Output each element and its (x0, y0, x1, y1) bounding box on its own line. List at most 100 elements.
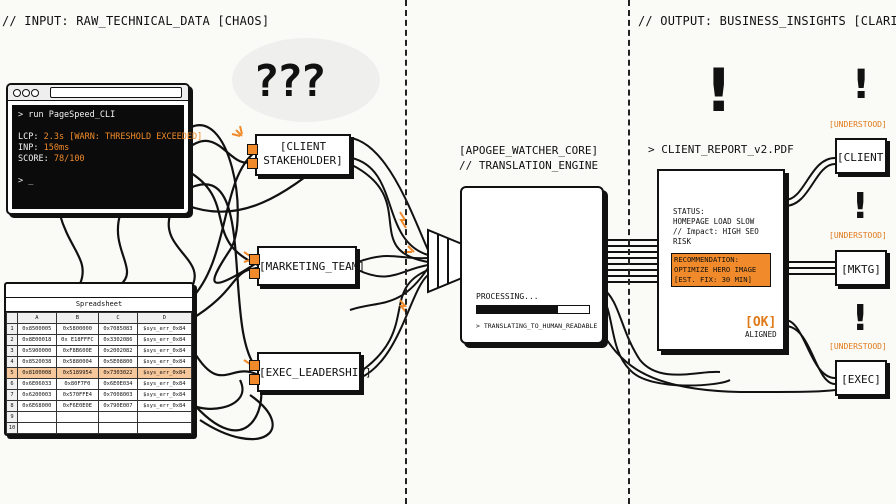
progress-fill (477, 306, 558, 313)
table-cell[interactable]: $sys_err_0x84 (136, 378, 193, 390)
table-cell[interactable]: $sys_err_0x84 (136, 367, 193, 379)
lcp-label: LCP: (18, 132, 39, 142)
table-cell[interactable]: 0x5900000 (17, 345, 57, 357)
corner-cell (6, 312, 18, 324)
row-number: 8 (6, 400, 18, 412)
exclamation-icon: ! (852, 298, 869, 339)
table-cell[interactable] (136, 411, 193, 423)
table-cell[interactable]: $sys_err_0x84 (136, 356, 193, 368)
table-cell[interactable]: $sys_err_0x84 (136, 345, 193, 357)
table-cell[interactable]: 0x8500005 (17, 323, 57, 335)
table-cell[interactable]: 0x5800000 (55, 323, 100, 335)
plug-icon (249, 268, 260, 279)
tangled-cables (58, 124, 341, 441)
row-number: 2 (6, 334, 18, 346)
table-cell[interactable]: 0x3302086 (98, 334, 138, 346)
noise-cloud (232, 38, 380, 122)
processing-label: PROCESSING... (476, 292, 539, 301)
exec-leadership-box: [EXEC_LEADERSHIP] (249, 352, 372, 392)
progress-bar (476, 305, 590, 314)
report-title: > CLIENT_REPORT_v2.PDF (648, 143, 794, 156)
core-name: [APOGEE_WATCHER_CORE] (459, 144, 599, 157)
recommendation-box: RECOMMENDATION: OPTIMIZE HERO IMAGE [EST… (671, 253, 771, 287)
understood-badge: [UNDERSTOOD] (829, 120, 887, 129)
row-number: 10 (6, 422, 18, 434)
output-heading: // OUTPUT: BUSINESS_INSIGHTS [CLARITY] (638, 14, 896, 28)
table-cell[interactable]: 0x5189954 (55, 367, 100, 379)
table-cell[interactable]: $sys_err_0x84 (136, 400, 193, 412)
score-value: 78/100 (53, 154, 85, 164)
table-row: 10 (6, 422, 193, 434)
table-cell[interactable]: 0x5880004 (55, 356, 100, 368)
table-cell[interactable] (98, 422, 138, 434)
table-cell[interactable]: $sys_err_0x84 (136, 334, 193, 346)
aligned-label: ALIGNED (745, 330, 777, 339)
table-cell[interactable] (17, 422, 57, 434)
table-cell[interactable]: 0x7008003 (98, 389, 138, 401)
window-dot (31, 89, 39, 97)
address-bar[interactable] (50, 87, 182, 98)
plug-icon (249, 374, 260, 385)
row-number: 6 (6, 378, 18, 390)
plug-icon (247, 144, 258, 155)
divider-right (628, 0, 630, 504)
table-cell[interactable] (17, 411, 57, 423)
status-label: STATUS: (673, 207, 705, 216)
row-number: 7 (6, 389, 18, 401)
ok-badge: [OK] (745, 315, 777, 330)
row-number: 3 (6, 345, 18, 357)
table-cell[interactable]: 0xF6E0E0E (55, 400, 100, 412)
table-cell[interactable]: 0x80F7F0 (55, 378, 100, 390)
table-cell[interactable]: 0x7303022 (98, 367, 138, 379)
window-dot (13, 89, 21, 97)
marketing-team-box: [MARKETING_TEAM] (249, 246, 365, 286)
table-cell[interactable]: 0x7085083 (98, 323, 138, 335)
table-cell[interactable] (55, 411, 100, 423)
confusion-marks: ??? (253, 56, 327, 107)
row-number: 5 (6, 367, 18, 379)
core-subtitle: // TRANSLATION_ENGINE (459, 159, 599, 172)
table-cell[interactable]: 0x8E00018 (17, 334, 57, 346)
table-cell[interactable] (136, 422, 193, 434)
table-cell[interactable]: 0x6200003 (17, 389, 57, 401)
table-cell[interactable]: 0x6E0E034 (98, 378, 138, 390)
table-cell[interactable]: 0x5E08800 (98, 356, 138, 368)
spreadsheet-toolbar (6, 284, 192, 298)
table-cell[interactable]: 0xF8B600E (55, 345, 100, 357)
table-cell[interactable]: 0x6E68000 (17, 400, 57, 412)
table-cell[interactable]: 0x6E06033 (17, 378, 57, 390)
subtask-label: > TRANSLATING_TO_HUMAN_READABLE (476, 322, 598, 330)
row-number: 9 (6, 411, 18, 423)
output-exec-box: [EXEC] (835, 360, 887, 396)
window-dot (22, 89, 30, 97)
table-cell[interactable]: 0x E18FFFC (55, 334, 100, 346)
table-cell[interactable]: 0x790E007 (98, 400, 138, 412)
table-cell[interactable] (98, 411, 138, 423)
table-cell[interactable]: $sys_err_0x84 (136, 389, 193, 401)
table-cell[interactable]: 0x8520038 (17, 356, 57, 368)
table-cell[interactable]: 0x8100008 (17, 367, 57, 379)
table-cell[interactable]: 0x570FFE4 (55, 389, 100, 401)
table-cell[interactable] (55, 422, 100, 434)
impact-text: // Impact: HIGH SEO (673, 227, 759, 236)
understood-badge: [UNDERSTOOD] (829, 342, 887, 351)
browser-chrome (8, 85, 188, 101)
column-header: D (136, 312, 193, 324)
output-mktg-box: [MKTG] (835, 250, 887, 286)
marketing-label: [MARKETING_TEAM] (259, 260, 365, 273)
column-header: C (98, 312, 138, 324)
table-cell[interactable]: 0x2002082 (98, 345, 138, 357)
inp-value: 150ms (43, 143, 70, 153)
terminal-output: > run PageSpeed_CLI LCP: 2.3s [WARN: THR… (12, 105, 202, 209)
risk-text: RISK (673, 237, 692, 246)
table-cell[interactable]: $sys_err_0x84 (136, 323, 193, 335)
rec-label: RECOMMENDATION: (674, 255, 739, 264)
